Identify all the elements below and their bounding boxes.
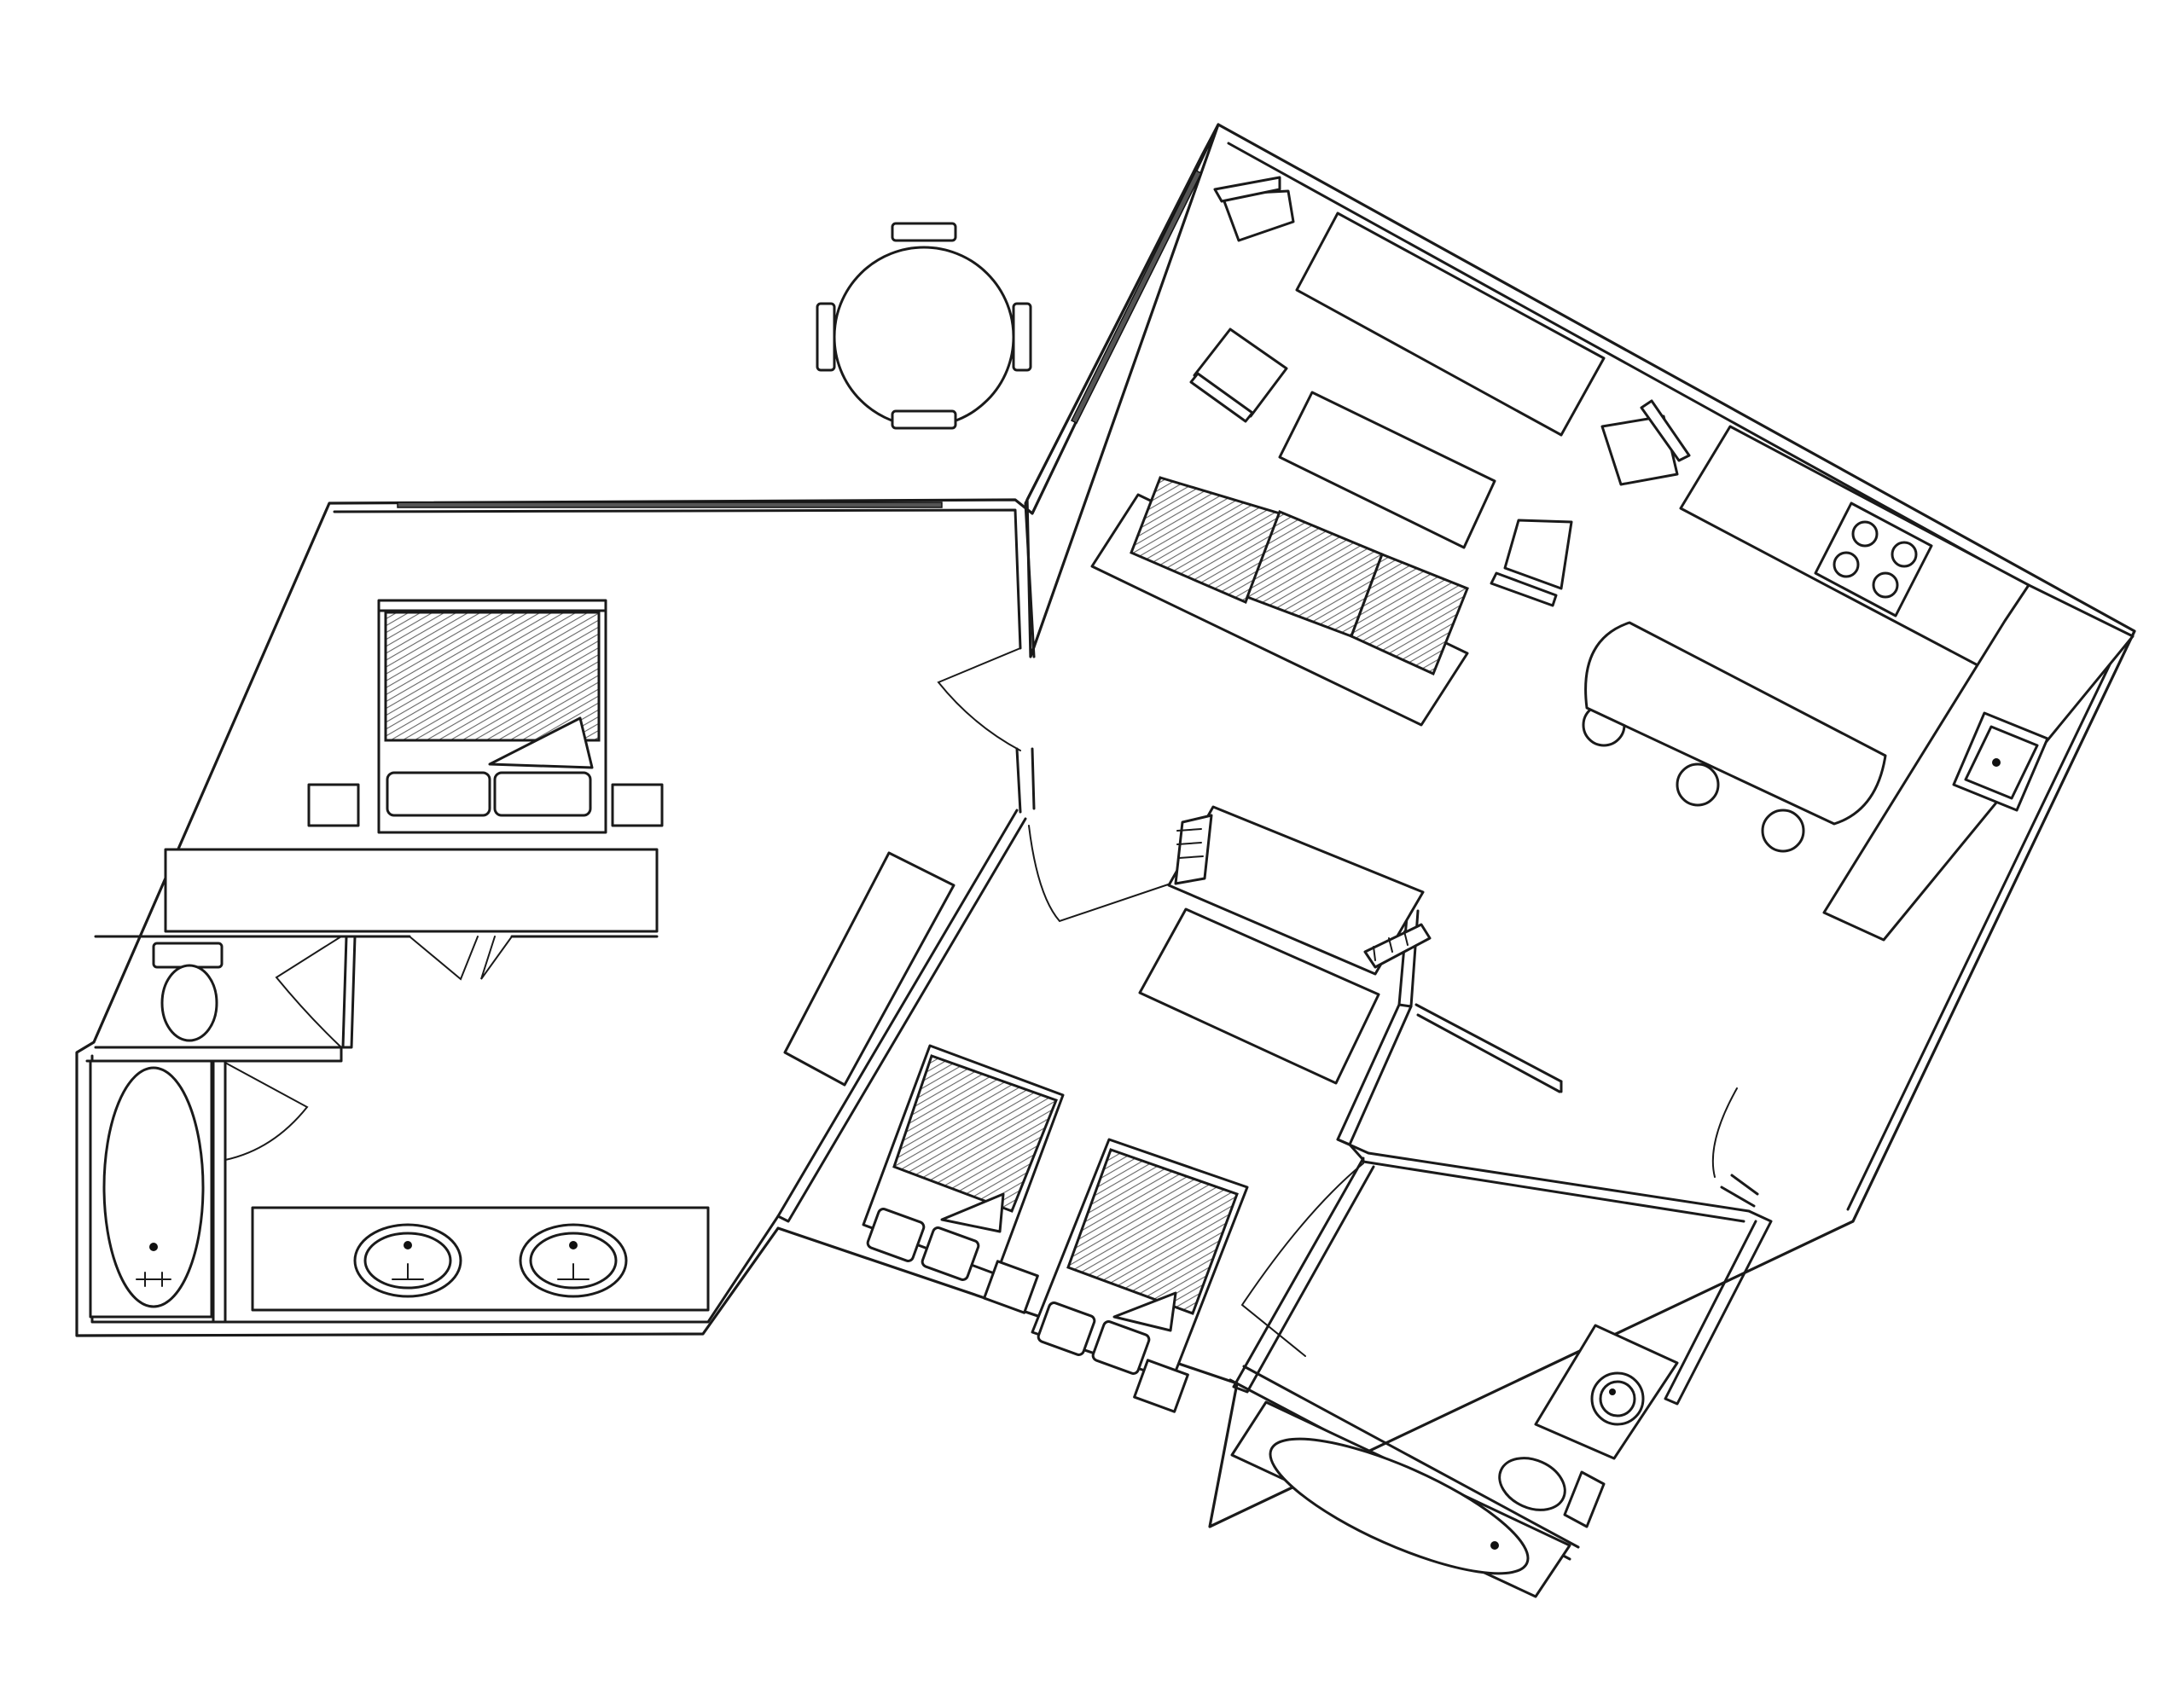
toilet-bowl [1498,1457,1566,1511]
armchair [1213,176,1295,242]
kitchen [1582,425,2135,942]
toilet-tank [1563,1470,1606,1528]
armchair [1600,399,1691,486]
cooktop [1814,501,1933,617]
closet [164,848,659,933]
console [1295,212,1606,437]
kitchen-sink [1952,711,2049,812]
toilet-bowl [160,964,218,1042]
dining-table-round [816,222,1032,430]
windows [397,169,1203,508]
master-bedroom [307,599,664,834]
armchair [1490,519,1573,607]
dining-table [1582,621,1887,853]
armchair [1189,328,1288,423]
master-bath [89,942,710,1319]
doors [224,647,1738,1357]
wardrobe [783,851,956,1087]
coffee-table [1278,391,1496,549]
desk-chair [1363,923,1432,969]
twin-bed [862,1044,1065,1314]
vanity [251,1206,710,1312]
sofa [1090,476,1469,727]
toilet-tank [152,942,224,969]
living-area [816,176,1691,727]
twin-bed [1031,1138,1249,1413]
interior-walls [85,747,1773,1561]
second-bath [1230,1324,1679,1598]
desk-chair [1174,814,1213,885]
bed-headboard [377,599,607,612]
dresser [1138,907,1380,1085]
nightstand [611,783,664,827]
bed-fold [488,716,594,769]
second-bedroom [783,805,1432,1413]
nightstand [307,783,360,827]
